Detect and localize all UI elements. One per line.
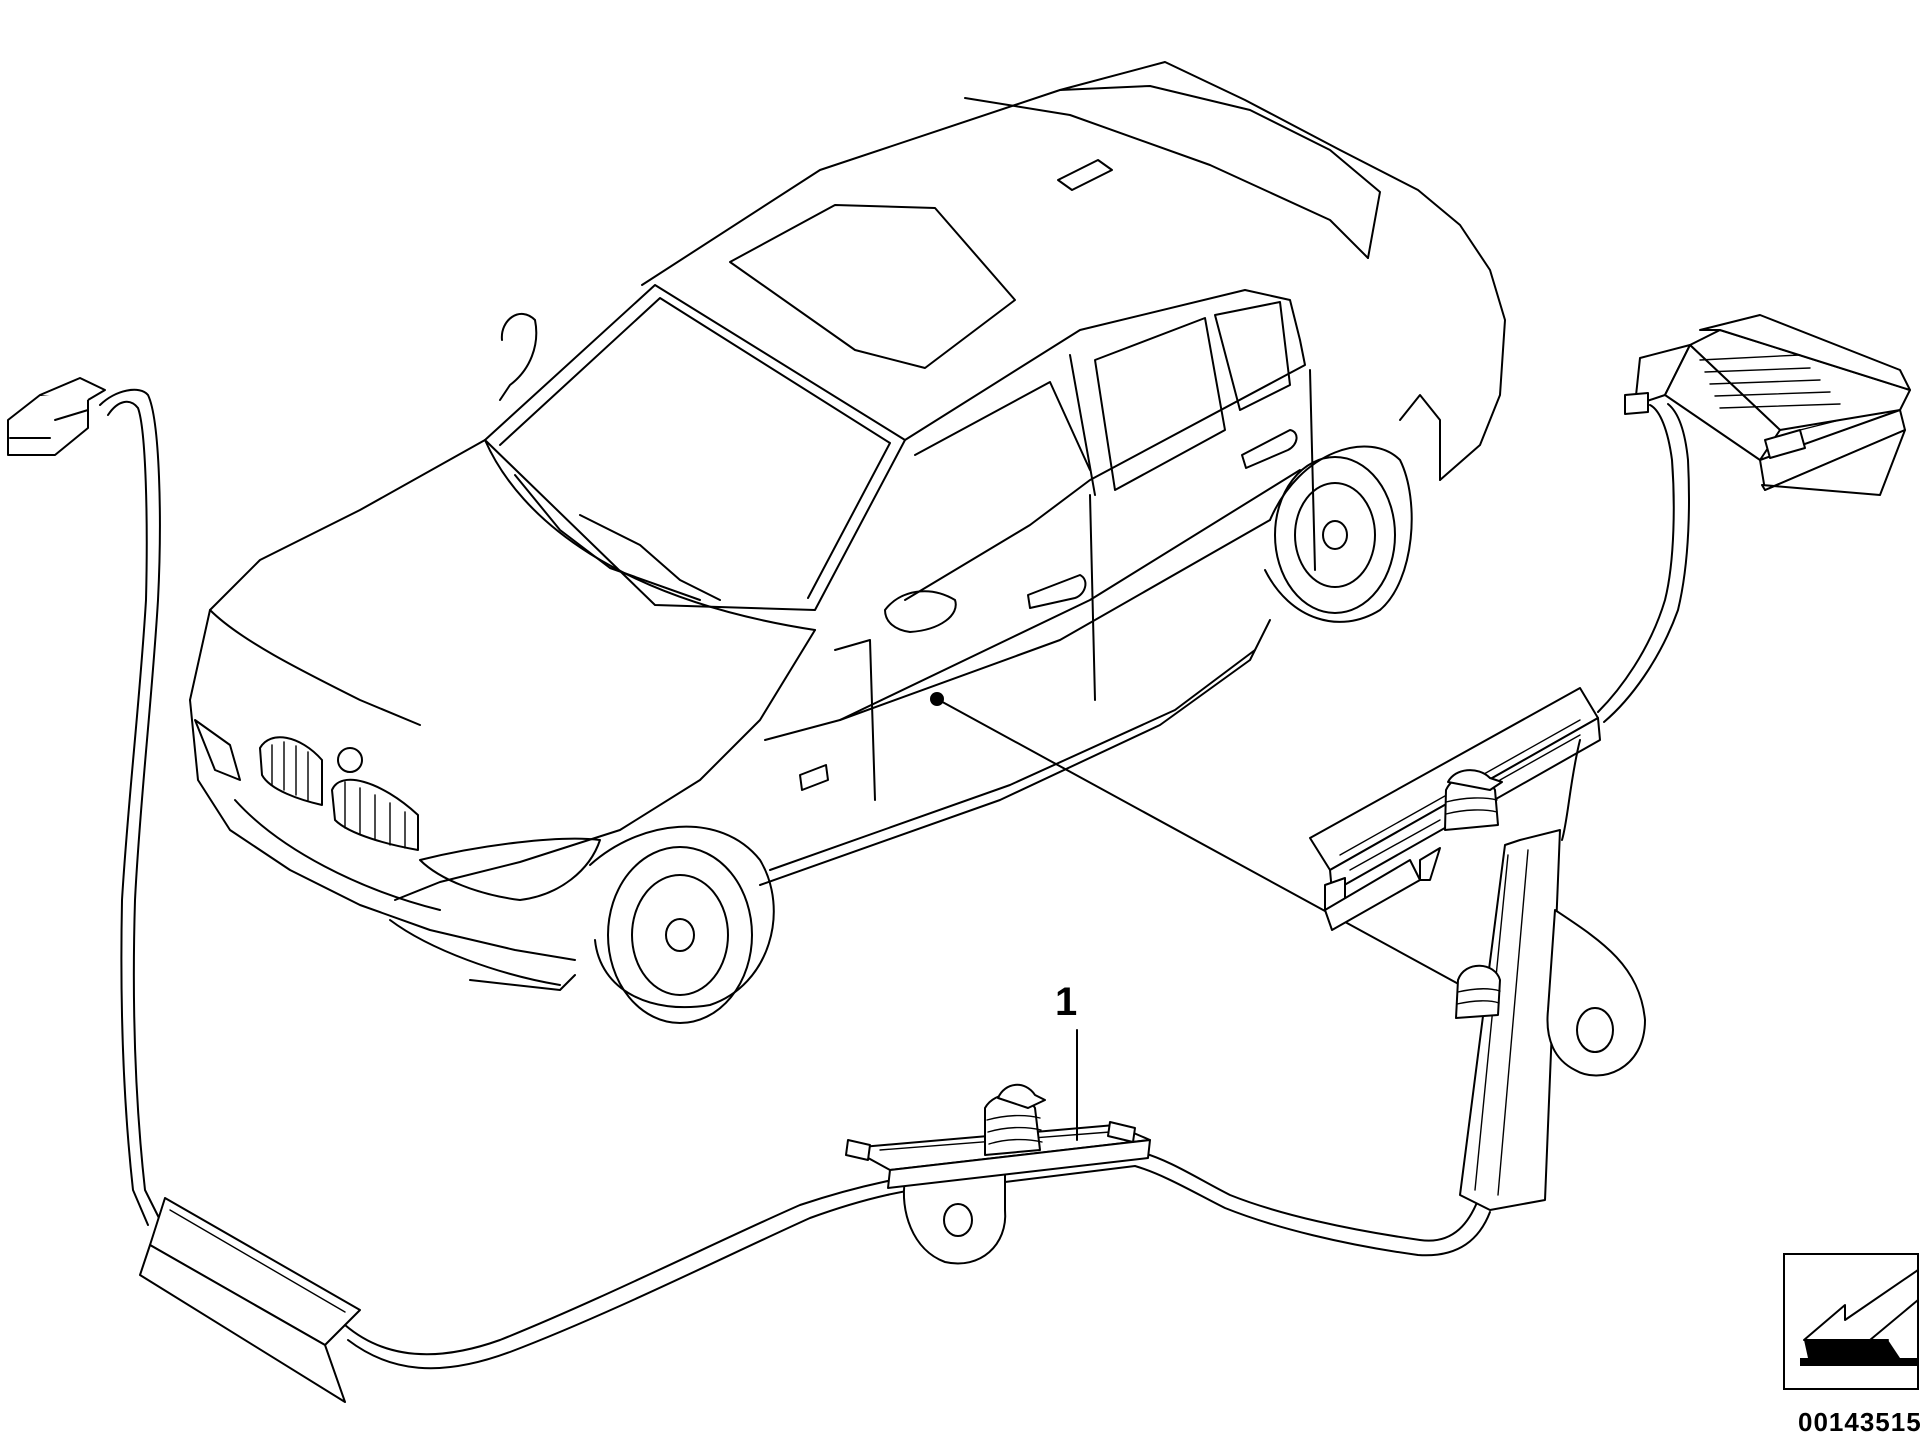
callout-number-1: 1 — [1055, 980, 1077, 1024]
lower-cable — [344, 1169, 1001, 1356]
upper-right-cable — [1597, 404, 1675, 713]
cable-protector-sleeve — [139, 1197, 361, 1403]
middle-right-bracket — [1309, 687, 1601, 931]
reference-leader-line — [936, 698, 1476, 994]
left-connector — [7, 377, 106, 456]
left-cable — [99, 388, 161, 1221]
top-right-connector-unit — [1624, 314, 1911, 496]
center-sensor-bracket — [845, 1083, 1151, 1265]
car-illustration — [189, 61, 1506, 1024]
orientation-arrow-icon — [1783, 1253, 1919, 1390]
right-vertical-bracket — [1455, 829, 1646, 1211]
diagram-id-number: 00143515 — [1798, 1407, 1920, 1437]
